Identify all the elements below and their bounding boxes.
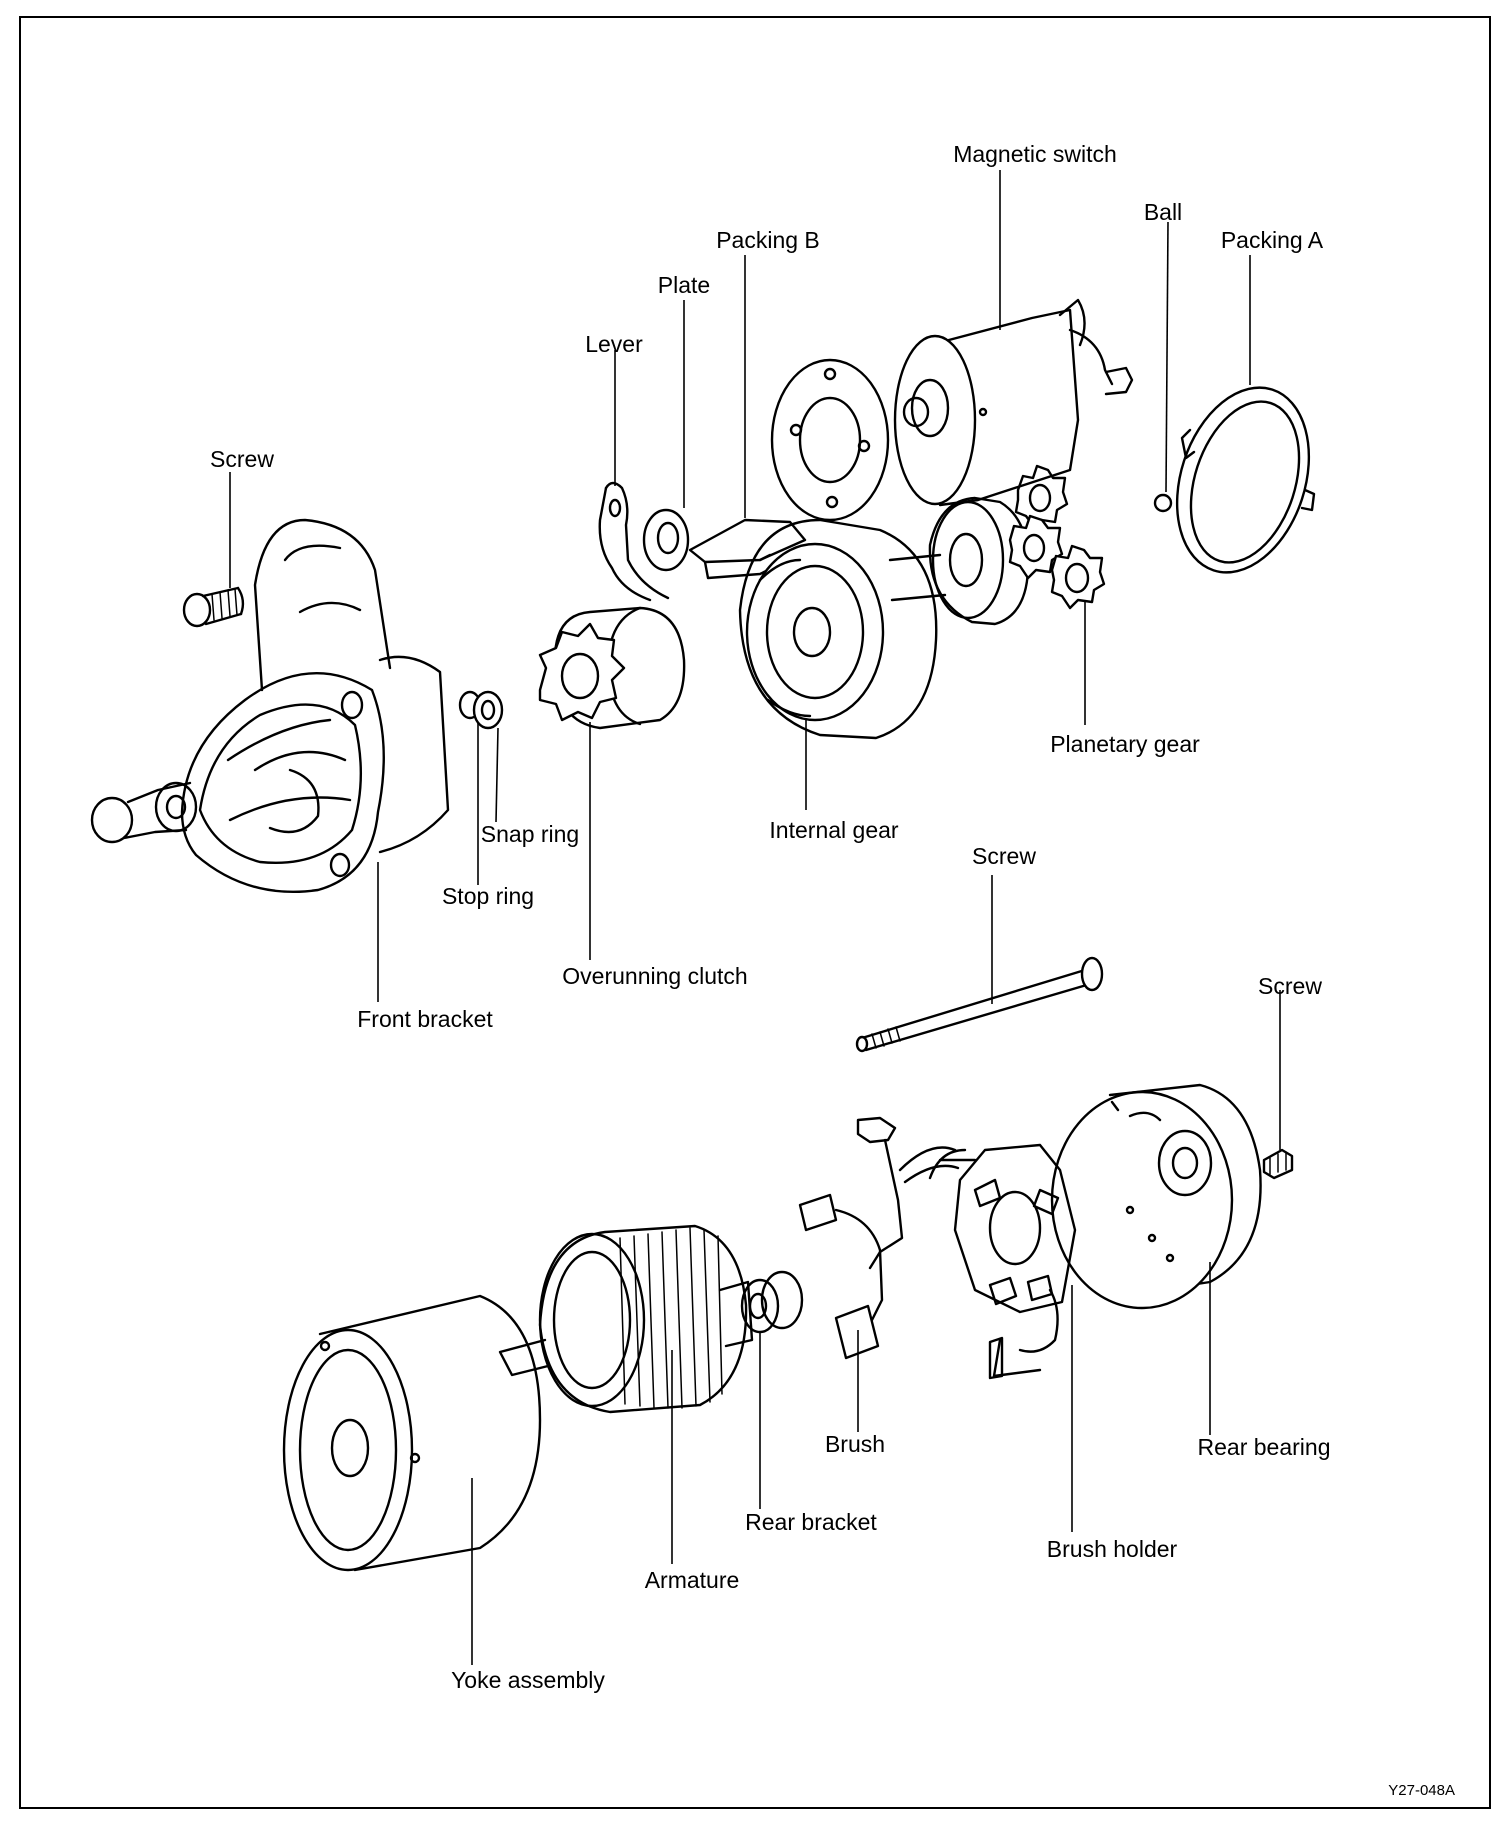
- labels: Magnetic switch Ball Packing A Packing B…: [210, 141, 1455, 1799]
- snap-ring-part: [472, 690, 504, 730]
- label-overrunning-clutch: Overunning clutch: [562, 963, 747, 989]
- ball-part: [1153, 493, 1173, 513]
- label-brush-holder: Brush holder: [1047, 1536, 1178, 1562]
- label-front-bracket: Front bracket: [357, 1006, 493, 1032]
- screw-through-bolt-part: [855, 956, 1104, 1053]
- label-brush: Brush: [825, 1431, 885, 1457]
- screw-front-part: [182, 586, 245, 628]
- brush-part: [798, 1116, 960, 1360]
- label-packing-b: Packing B: [716, 227, 820, 253]
- label-lever: Lever: [585, 331, 643, 357]
- screw-rear-part: [1262, 1148, 1294, 1180]
- label-internal-gear: Internal gear: [769, 817, 898, 843]
- figure-code: Y27-048A: [1388, 1782, 1455, 1799]
- planetary-carrier-part: [888, 496, 1030, 626]
- yoke-assembly-part: [282, 1294, 542, 1572]
- label-magnetic-switch: Magnetic switch: [953, 141, 1117, 167]
- label-screw-front: Screw: [210, 446, 274, 472]
- label-stop-ring: Stop ring: [442, 883, 534, 909]
- rear-bearing-part: [1050, 1083, 1262, 1310]
- label-ball: Ball: [1144, 199, 1182, 225]
- brush-holder-part: [928, 1143, 1077, 1380]
- leader-lines: [229, 170, 1281, 1665]
- magnetic-switch-part: [893, 298, 1134, 507]
- label-rear-bracket: Rear bracket: [745, 1509, 877, 1535]
- label-planetary-gear: Planetary gear: [1050, 731, 1200, 757]
- overrunning-clutch-part: [538, 606, 686, 730]
- label-plate: Plate: [658, 272, 710, 298]
- figure-frame: [19, 16, 1491, 1809]
- label-rear-bearing: Rear bearing: [1198, 1434, 1331, 1460]
- lever-part: [598, 481, 670, 602]
- gasket-part: [770, 358, 890, 522]
- label-packing-a: Packing A: [1221, 227, 1324, 253]
- internal-gear-part: [738, 518, 938, 740]
- packing-a-part: [1175, 386, 1316, 574]
- label-screw-rear: Screw: [1258, 973, 1322, 999]
- armature-part: [498, 1224, 754, 1414]
- label-yoke-assembly: Yoke assembly: [451, 1667, 605, 1693]
- label-snap-ring: Snap ring: [481, 821, 579, 847]
- planetary-gear-part: [1008, 464, 1106, 610]
- front-bracket-part: [90, 518, 450, 894]
- label-screw-through-bolt: Screw: [972, 843, 1036, 869]
- label-armature: Armature: [645, 1567, 740, 1593]
- plate-part: [642, 508, 690, 572]
